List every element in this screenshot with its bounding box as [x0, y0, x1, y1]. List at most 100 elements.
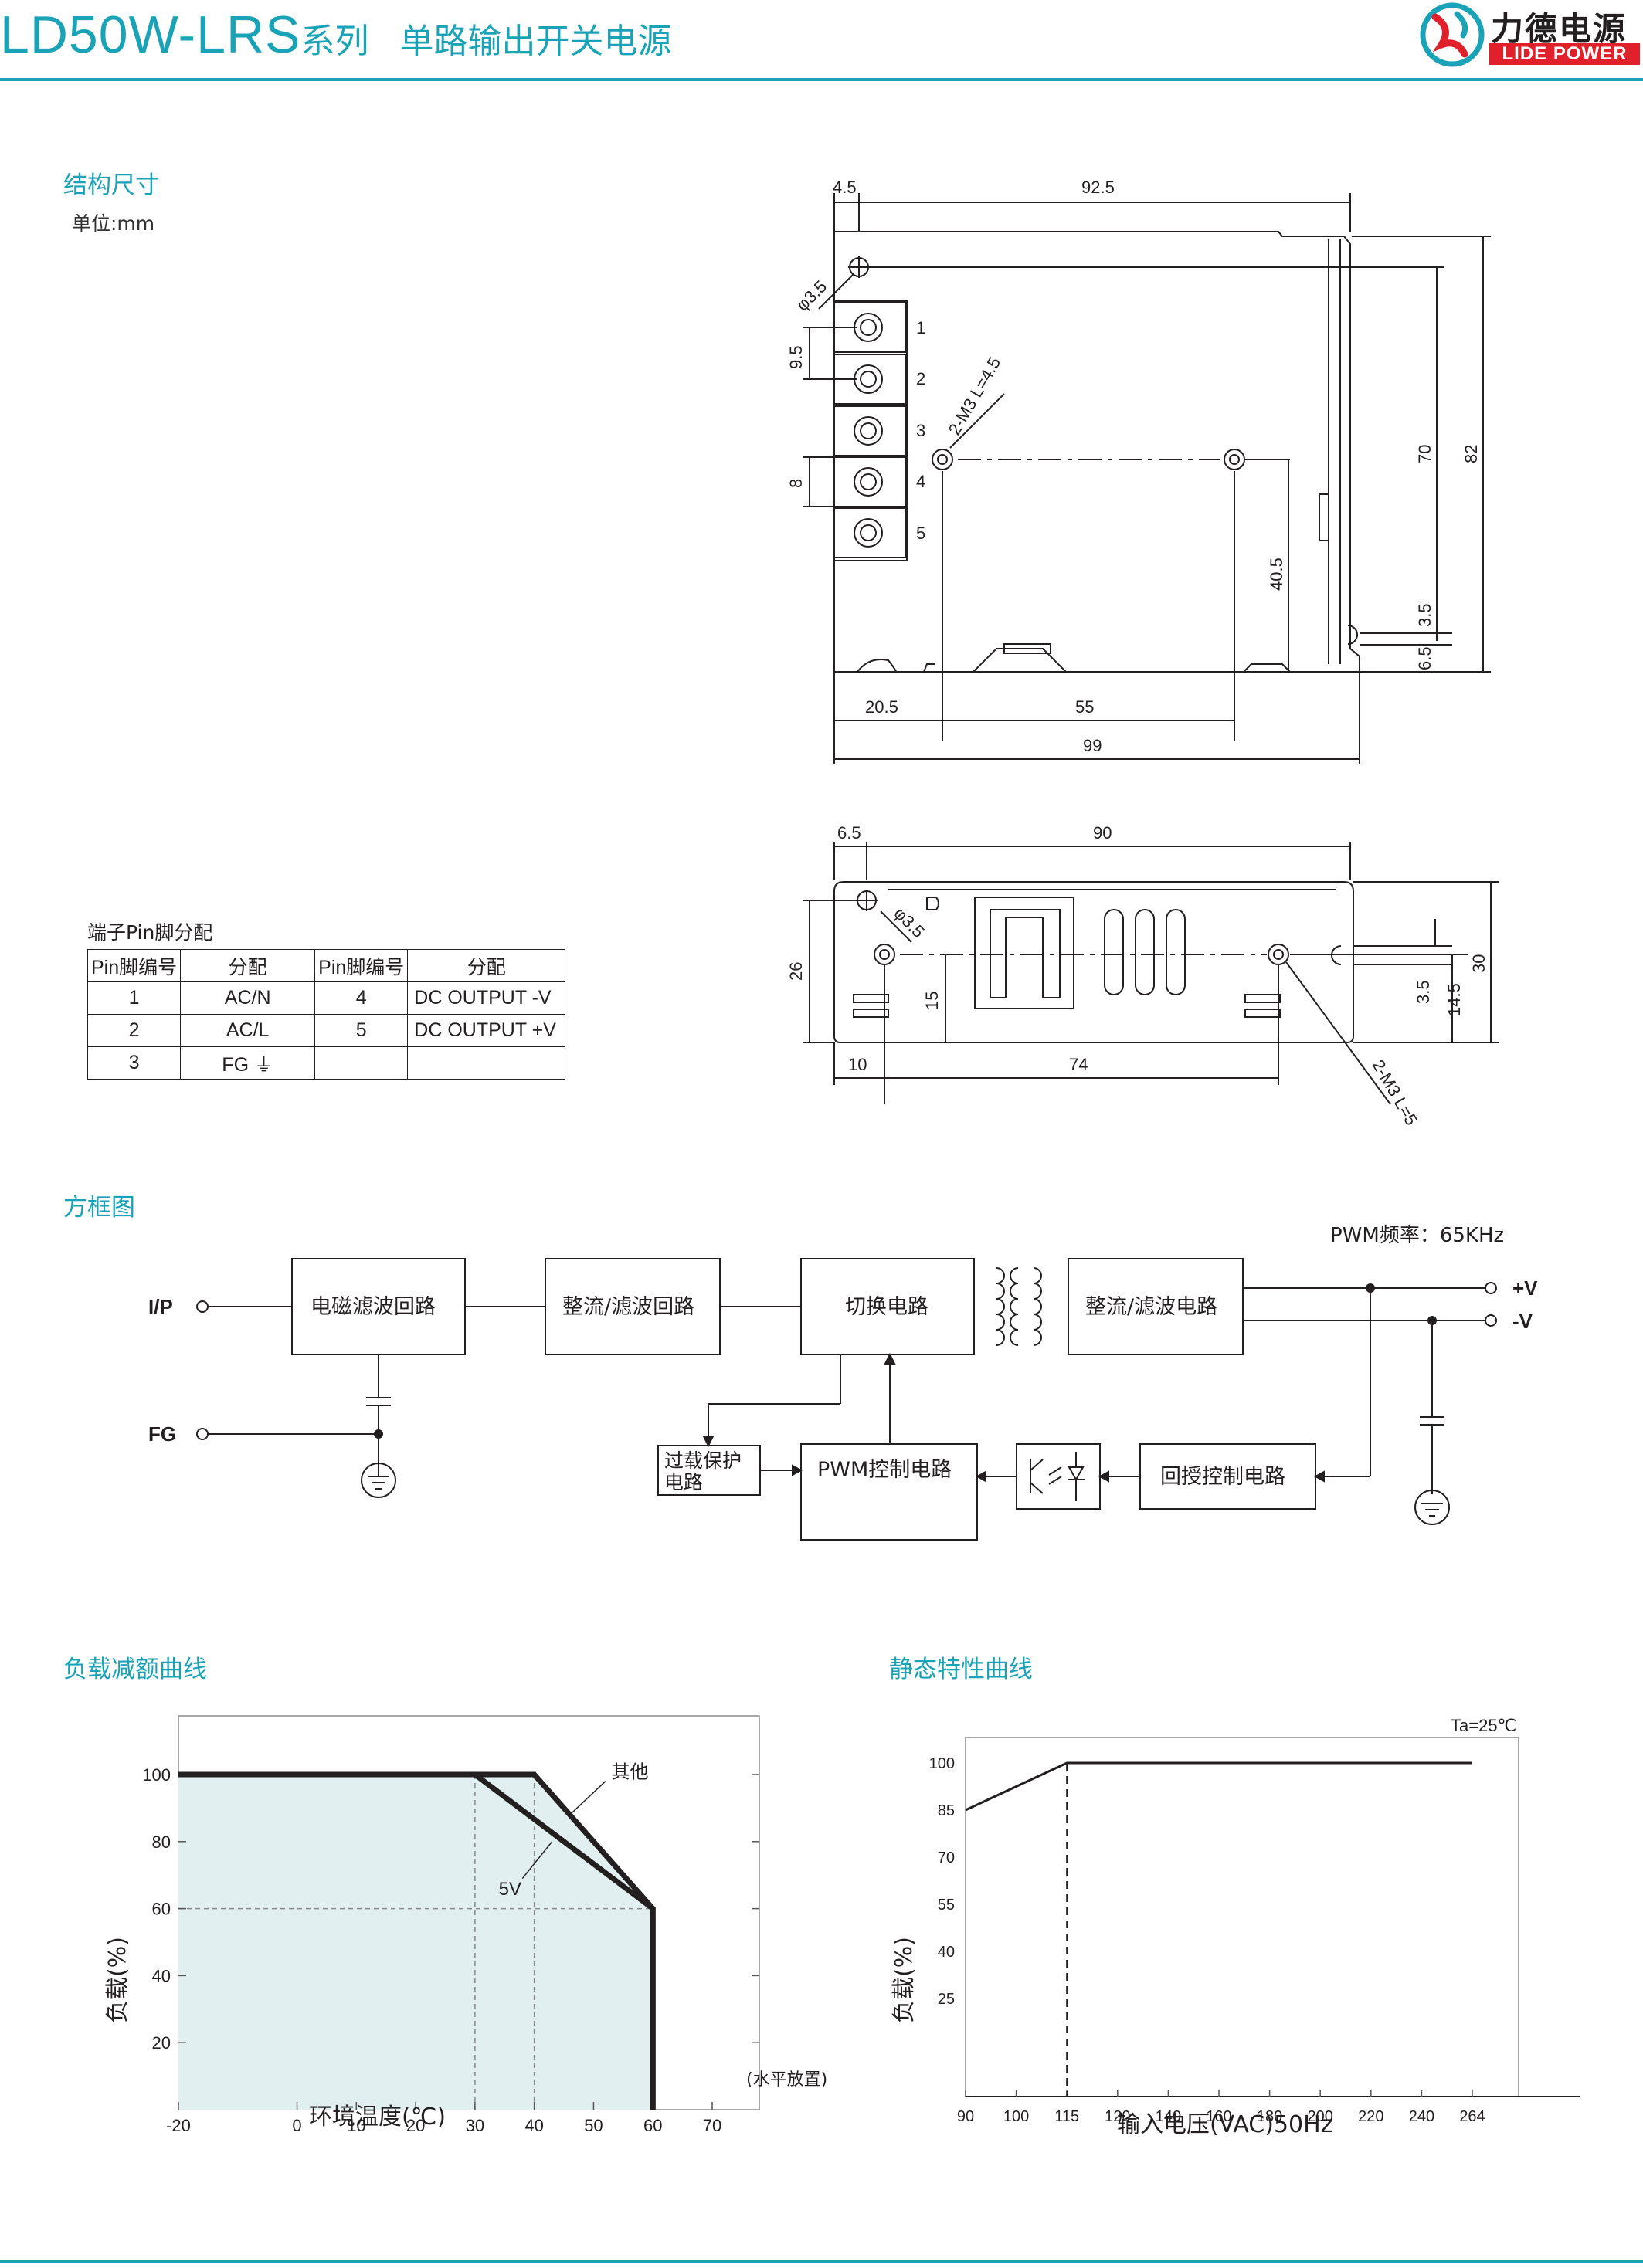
derating-xlabel: 环境温度(℃) — [309, 2104, 446, 2131]
dim-label: 74 — [1069, 1055, 1088, 1074]
series-label-other: 其他 — [611, 1761, 648, 1782]
overload-label-line1: 过载保护 — [664, 1449, 742, 1472]
side-view-drawing: 6.5 90 26 15 φ3.5 30 3.5 14.5 10 74 2-M3… — [786, 823, 1499, 1129]
series-line-5v — [178, 1771, 656, 2110]
y-tick-label: 55 — [938, 1897, 955, 1914]
x-tick-label: 10 — [347, 2116, 365, 2135]
x-tick-label: 264 — [1459, 2108, 1485, 2125]
table-cell: 2 — [87, 1014, 182, 1047]
table-row: 1 AC/N 4 DC OUTPUT -V — [87, 981, 566, 1015]
terminal-number: 4 — [916, 472, 925, 491]
block-diagram: PWM频率：65KHz I/P FG 电磁滤波回路 整流/滤波回路 切换电路 整… — [148, 1224, 1538, 1541]
series-line — [965, 1761, 1472, 1812]
series-label: 系列 — [300, 22, 369, 61]
input-label: I/P — [148, 1295, 173, 1318]
header-rule — [0, 78, 1643, 81]
x-tick-label: 0 — [292, 2116, 301, 2135]
x-tick-label: 50 — [584, 2116, 603, 2135]
x-tick-label: 40 — [524, 2116, 543, 2135]
vplus-label: +V — [1512, 1276, 1538, 1300]
column-header: 分配 — [180, 949, 316, 982]
dim-label: 14.5 — [1444, 983, 1464, 1016]
overload-label-line2: 电路 — [664, 1471, 703, 1493]
product-subtitle: 单路输出开关电源 — [399, 22, 672, 61]
table-cell: AC/N — [180, 981, 316, 1015]
fg-label: FG — [148, 1422, 176, 1446]
switch-block — [800, 1258, 975, 1355]
terminal-number: 2 — [916, 369, 925, 388]
derating-title: 负载减额曲线 — [63, 1656, 207, 1683]
dim-label: 9.5 — [786, 345, 806, 369]
x-tick-label: 200 — [1308, 2108, 1333, 2125]
x-tick-label: 160 — [1206, 2108, 1231, 2125]
x-tick-label: 220 — [1358, 2108, 1383, 2125]
dim-label: φ3.5 — [793, 276, 830, 314]
dim-label: φ3.5 — [890, 903, 928, 941]
pin-table: Pin脚编号 分配 Pin脚编号 分配 1 AC/N 4 DC OUTPUT -… — [87, 949, 566, 1080]
dim-label: 70 — [1415, 445, 1434, 463]
top-view-drawing: 4.5 92.5 1 2 3 4 5 9.5 8 φ3.5 2-M3 L=4.5 — [786, 178, 1491, 764]
table-cell — [407, 1046, 566, 1080]
output-rectifier-label: 整流/滤波电路 — [1085, 1295, 1217, 1319]
y-tick-label: 85 — [938, 1802, 955, 1819]
dim-label: 92.5 — [1081, 178, 1115, 197]
x-tick-label: -20 — [166, 2116, 191, 2135]
logo-english-name: LIDE POWER — [1489, 43, 1640, 65]
table-cell: DC OUTPUT +V — [407, 1014, 566, 1047]
y-tick-label: 40 — [152, 1966, 171, 1985]
emi-filter-label: 电磁滤波回路 — [311, 1295, 436, 1319]
pwm-control-label: PWM控制电路 — [817, 1458, 952, 1482]
feedback-label: 回授控制电路 — [1160, 1465, 1285, 1489]
unit-label: 单位:mm — [72, 212, 155, 235]
y-tick-label: 40 — [938, 1944, 955, 1961]
rectifier-label: 整流/滤波回路 — [562, 1295, 694, 1319]
dim-label: 99 — [1083, 736, 1102, 755]
y-tick-label: 25 — [938, 1991, 955, 2008]
table-cell: DC OUTPUT -V — [407, 981, 566, 1015]
x-tick-label: 180 — [1257, 2108, 1282, 2125]
x-tick-label: 240 — [1409, 2108, 1434, 2125]
output-rectifier-block — [1068, 1258, 1244, 1355]
vminus-label: -V — [1512, 1310, 1533, 1333]
derating-ylabel: 负载(%) — [104, 1937, 131, 2023]
logo-chinese-name: 力德电源 — [1491, 10, 1628, 48]
x-tick-label: 70 — [703, 2116, 721, 2135]
block-diagram-title: 方框图 — [63, 1194, 135, 1222]
series-label-5v: 5V — [499, 1879, 521, 1900]
x-tick-label: 20 — [406, 2116, 425, 2135]
x-tick-label: 90 — [957, 2108, 974, 2125]
x-tick-label: 60 — [643, 2116, 662, 2135]
y-tick-label: 100 — [142, 1765, 171, 1785]
dim-label: 90 — [1093, 823, 1112, 842]
static-annotation: Ta=25℃ — [1451, 1716, 1516, 1735]
y-tick-label: 70 — [938, 1849, 955, 1866]
pwm-frequency: PWM频率：65KHz — [1330, 1224, 1504, 1247]
static-title: 静态特性曲线 — [889, 1656, 1033, 1683]
transformer-icon — [996, 1267, 1042, 1346]
dim-label: 6.5 — [1415, 646, 1434, 670]
terminal-number: 3 — [916, 421, 925, 440]
table-cell: AC/L — [180, 1014, 316, 1047]
plot-frame — [965, 1737, 1519, 2097]
callout-line — [569, 1781, 606, 1815]
logo-mark-icon — [1420, 2, 1485, 67]
x-tick-label: 120 — [1105, 2108, 1130, 2125]
terminal-screws — [833, 302, 906, 558]
y-tick-label: 100 — [929, 1755, 955, 1772]
callout-line — [521, 1841, 553, 1880]
dim-label: 40.5 — [1267, 558, 1286, 591]
x-tick-label: 30 — [466, 2116, 484, 2135]
table-cell: FG ⏚ — [180, 1046, 316, 1080]
table-row: 2 AC/L 5 DC OUTPUT +V — [87, 1014, 566, 1047]
terminal-number: 1 — [916, 318, 925, 337]
dim-label: 2-M3 L=4.5 — [945, 354, 1005, 438]
y-tick-label: 80 — [152, 1832, 171, 1852]
pin-table-title: 端子Pin脚分配 — [87, 921, 213, 944]
static-ylabel: 负载(%) — [891, 1937, 918, 2023]
column-header: 分配 — [407, 949, 566, 982]
table-cell: 5 — [314, 1014, 409, 1047]
